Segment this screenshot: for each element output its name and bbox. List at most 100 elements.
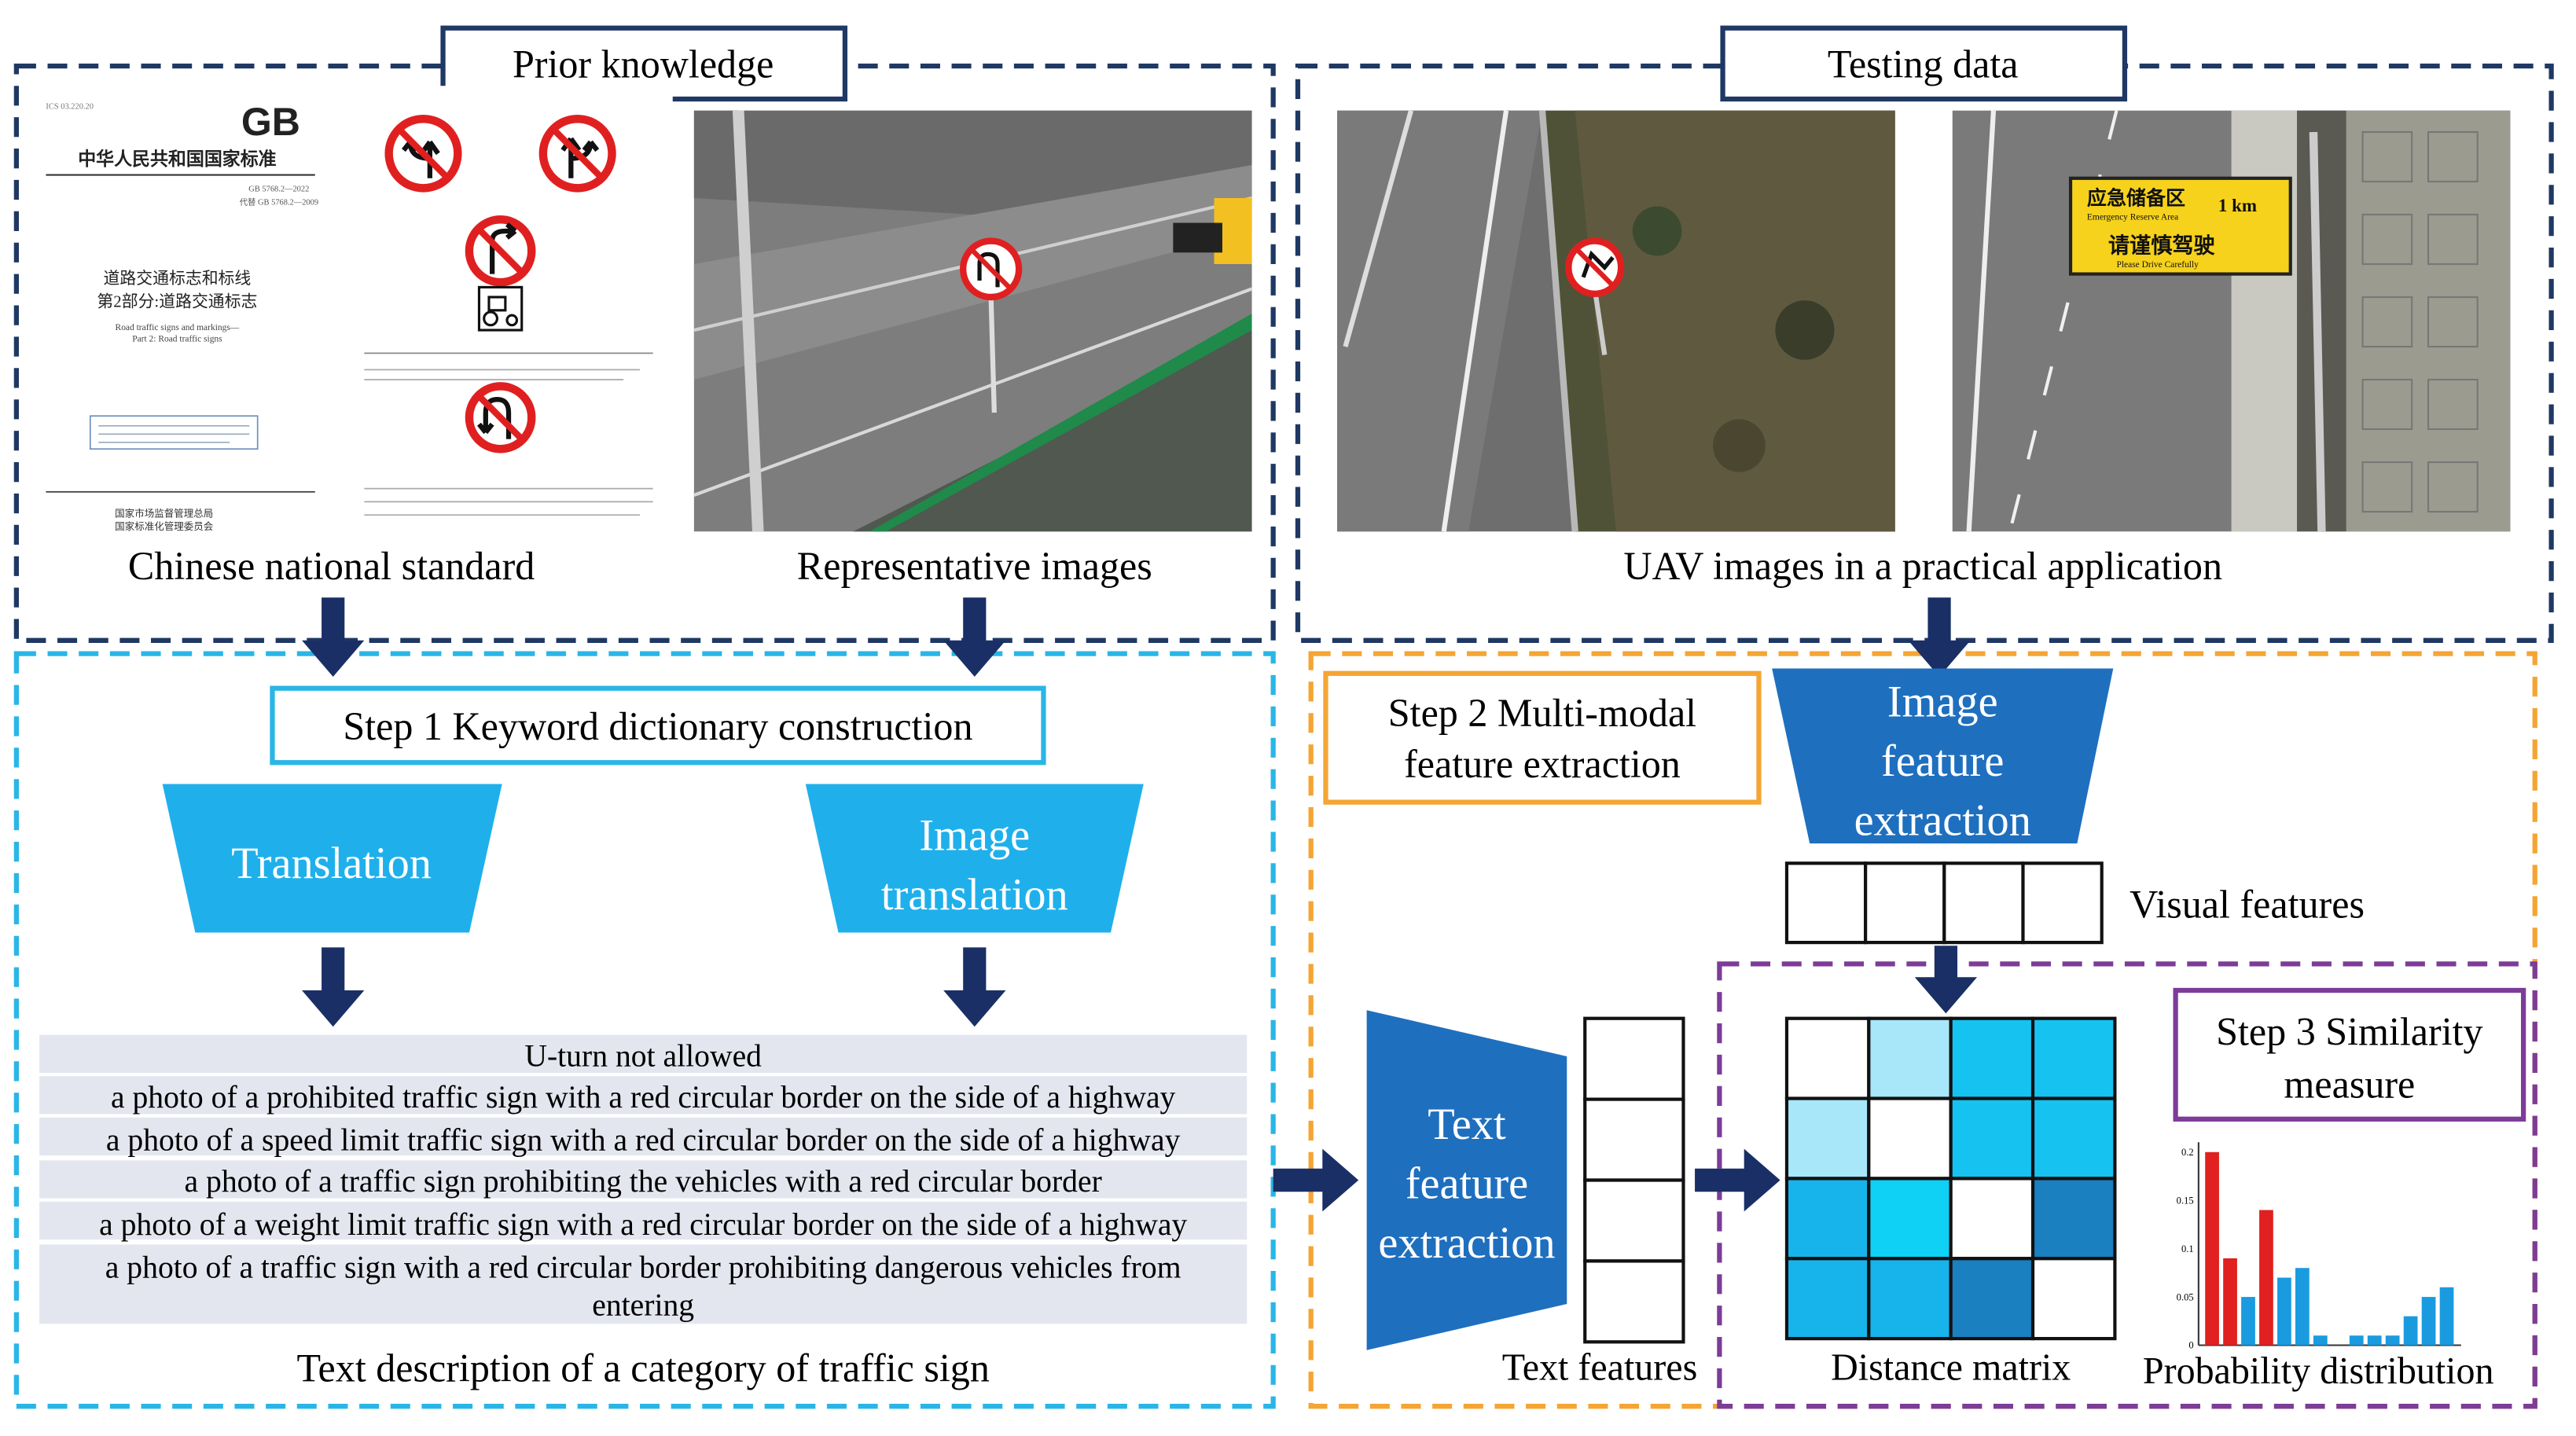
image-feature-extraction-label-1: Image [1887, 678, 1998, 726]
probability-bar [2403, 1316, 2418, 1346]
representative-highway-photo [693, 110, 1253, 532]
standard-issuer-line-1: 国家市场监督管理总局 [115, 507, 213, 519]
svg-text:请谨慎驾驶: 请谨慎驾驶 [2108, 233, 2215, 257]
step2-title-box [1323, 670, 1762, 805]
image-feature-extraction-label-3: extraction [1854, 796, 2031, 845]
testing-data-title-box [1720, 25, 2128, 102]
matrix-cell [1784, 1016, 1871, 1100]
y-tick-label: 0.1 [2181, 1243, 2194, 1254]
translation-block [162, 784, 502, 933]
probability-bar [2205, 1151, 2219, 1346]
matrix-cell [1784, 1257, 1871, 1341]
matrix-cell [2030, 1016, 2117, 1100]
no-straight-right-sign [538, 114, 616, 193]
matrix-cell [1949, 1177, 2035, 1261]
step1-title: Step 1 Keyword dictionary construction [343, 704, 972, 748]
svg-text:应急储备区: 应急储备区 [2087, 186, 2185, 209]
gb-logo: GB [241, 100, 300, 144]
probability-bar [2259, 1210, 2273, 1346]
probability-bar [2439, 1287, 2454, 1346]
probability-bar [2295, 1268, 2310, 1346]
y-tick-label: 0.15 [2177, 1195, 2194, 1206]
representative-images-caption: Representative images [797, 544, 1152, 588]
text-feature-extraction-label-2: feature [1406, 1159, 1528, 1208]
uav-images-caption: UAV images in a practical application [1623, 544, 2222, 588]
matrix-cell [1784, 1096, 1871, 1181]
image-feature-extraction-block [1772, 668, 2114, 844]
testing-data-title: Testing data [1828, 42, 2019, 86]
probability-bar [2241, 1297, 2255, 1346]
no-u-turn-sign [465, 382, 536, 454]
step3-title-line-1: Step 3 Similarity [2216, 1009, 2482, 1053]
matrix-cell [1949, 1016, 2035, 1100]
probability-bar [2223, 1258, 2237, 1346]
text-row: entering [592, 1288, 694, 1323]
text-description-caption: Text description of a category of traffi… [296, 1346, 989, 1390]
text-feature-extraction-block [1366, 1010, 1567, 1350]
image-feature-extraction-label-2: feature [1881, 737, 2004, 786]
text-feature-extraction-label-1: Text [1428, 1100, 1506, 1149]
text-row: U-turn not allowed [524, 1038, 762, 1073]
uav-photo-right: 应急储备区 Emergency Reserve Area 1 km 请谨慎驾驶 … [1952, 110, 2511, 532]
probability-bar [2277, 1277, 2291, 1346]
step3-title-box [2173, 987, 2526, 1122]
visual-feature-vector [1784, 861, 2104, 945]
standard-issuer-line-2: 国家标准化管理委员会 [115, 520, 214, 532]
svg-text:ICS 03.220.20: ICS 03.220.20 [46, 103, 94, 112]
step3-title-line-2: measure [2284, 1062, 2415, 1106]
text-description-list: U-turn not allowed a photo of a prohibit… [39, 1034, 1248, 1324]
distance-matrix [1784, 1016, 2117, 1341]
image-translation-label-2: translation [881, 871, 1068, 920]
svg-text:Please Drive Carefully: Please Drive Carefully [2116, 260, 2199, 270]
image-translation-label-1: Image [919, 811, 1030, 860]
probability-bar [2349, 1335, 2364, 1346]
step1-panel [13, 651, 1276, 1409]
text-features-label: Text features [1502, 1346, 1697, 1388]
prior-knowledge-title: Prior knowledge [513, 42, 774, 86]
emergency-reserve-sign: 应急储备区 Emergency Reserve Area 1 km 请谨慎驾驶 … [2068, 176, 2292, 276]
chinese-national-standard-caption: Chinese national standard [128, 544, 535, 588]
y-tick-label: 0.05 [2177, 1291, 2194, 1302]
distance-matrix-label: Distance matrix [1831, 1346, 2071, 1388]
visual-features-label: Visual features [2130, 882, 2365, 926]
flow-arrows [302, 597, 1978, 1212]
matrix-cell [2030, 1177, 2117, 1261]
text-feature-vector [1583, 1016, 1685, 1344]
svg-text:GB 5768.2—2022: GB 5768.2—2022 [248, 185, 309, 194]
probability-distribution-chart: 0.2 0.15 0.1 0.05 0 [2177, 1142, 2461, 1351]
uav-photo-left [1337, 109, 1895, 532]
matrix-cell [2030, 1096, 2117, 1181]
text-row: a photo of a speed limit traffic sign wi… [106, 1123, 1181, 1158]
svg-text:代替 GB 5768.2—2009: 代替 GB 5768.2—2009 [240, 196, 318, 207]
matrix-cell [2030, 1257, 2117, 1341]
y-tick-label: 0.2 [2181, 1147, 2194, 1158]
no-right-turn-sign [465, 215, 536, 287]
svg-text:Emergency Reserve Area: Emergency Reserve Area [2087, 212, 2178, 222]
matrix-cell [1867, 1016, 1953, 1100]
standard-signs-page [344, 86, 673, 532]
probability-bar [2385, 1335, 2400, 1346]
translation-label: Translation [231, 839, 432, 888]
matrix-cell [1867, 1257, 1953, 1341]
matrix-cell [1867, 1096, 1953, 1181]
standard-subtitle-line-2: Part 2: Road traffic signs [132, 335, 222, 344]
step2-title-line-2: feature extraction [1404, 742, 1681, 786]
matrix-cell [1784, 1177, 1871, 1261]
image-translation-block [805, 784, 1144, 933]
y-tick-label: 0 [2188, 1340, 2193, 1351]
standard-title-line-1: 道路交通标志和标线 [104, 269, 252, 288]
matrix-cell [1867, 1177, 1953, 1261]
probability-bar [2367, 1335, 2382, 1346]
probability-bar [2313, 1335, 2328, 1346]
text-row: a photo of a traffic sign prohibiting th… [185, 1164, 1102, 1199]
text-row: a photo of a traffic sign with a red cir… [105, 1250, 1181, 1284]
probability-bar [2421, 1297, 2436, 1346]
svg-text:1 km: 1 km [2218, 195, 2257, 215]
standard-title-line-2: 第2部分:道路交通标志 [97, 292, 257, 311]
no-straight-left-sign [384, 114, 462, 193]
text-row: a photo of a prohibited traffic sign wit… [111, 1080, 1176, 1115]
step1-title-box [270, 685, 1046, 766]
standard-header: 中华人民共和国国家标准 [78, 149, 276, 169]
matrix-cell [1949, 1257, 2035, 1341]
matrix-cell [1949, 1096, 2035, 1181]
